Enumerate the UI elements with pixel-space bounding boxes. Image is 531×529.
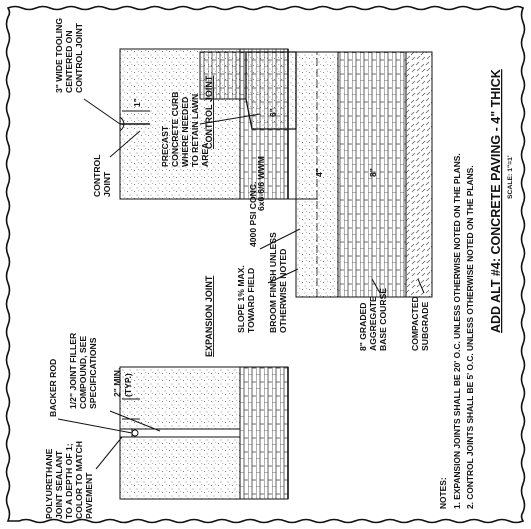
wwm-label: 6x6-6/6 WWM [256,156,266,211]
lawn-area [199,51,247,100]
note-2: 2. CONTROL JOINTS SHALL BE 5' O.C. UNLES… [465,165,475,509]
scale-label: SCALE: 1"=1' [507,155,514,199]
subgrade-label: COMPACTEDSUBGRADE [410,296,430,351]
expansion-base [239,366,289,500]
expansion-joint-detail [57,366,289,500]
compacted-subgrade [405,51,433,298]
sealant-label: POLYURETHANEJOINT SEALANTTO A DEPTH OF 1… [44,441,94,519]
control-joint-label: CONTROLJOINT [92,155,112,198]
precast-curb [245,51,297,130]
dim-4-label: 4" [314,168,324,177]
wavy-sheet-border [5,5,526,524]
concrete-label: 4000 PSI CONC. [248,182,258,247]
sheet-title: ADD ALT #4: CONCRETE PAVING - 4" THICK [489,69,503,333]
note-1: 1. EXPANSION JOINTS SHALL BE 20' O.C. UN… [452,153,462,509]
backer-rod-label: BACKER ROD [48,359,58,417]
broom-label: BROOM FINISH UNLESSOTHERWISE NOTED [268,232,288,333]
filler-label: 1/2" JOINT FILLERCOMPOUND, SEESPECIFICAT… [68,332,98,409]
notes-title: NOTES: [438,477,448,509]
min-dim-label: 2" MIN.(TYP.) [112,368,133,397]
dim-6-label: 6" [268,108,278,117]
expansion-slab-left [119,436,241,500]
control-dim-label: 1" [132,98,142,107]
expansion-slab-right [119,366,241,430]
dim-8-label: 8" [368,168,378,177]
slope-label: SLOPE 1% MAX.TOWARD FIELD [236,265,256,333]
base-label: 8" GRADEDAGGREGATEBASE COURSE [358,288,388,351]
control-joint-header: CONTROL JOINT [204,75,214,149]
tooling-label: 3" WIDE TOOLINGCENTERED ONCONTROL JOINT [54,18,84,93]
curb-label: PRECASTCONCRETE CURBWHERE NEEDEDTO RETAI… [160,92,210,167]
expansion-joint-header: EXPANSION JOINT [204,275,214,357]
paving-section [199,51,433,298]
